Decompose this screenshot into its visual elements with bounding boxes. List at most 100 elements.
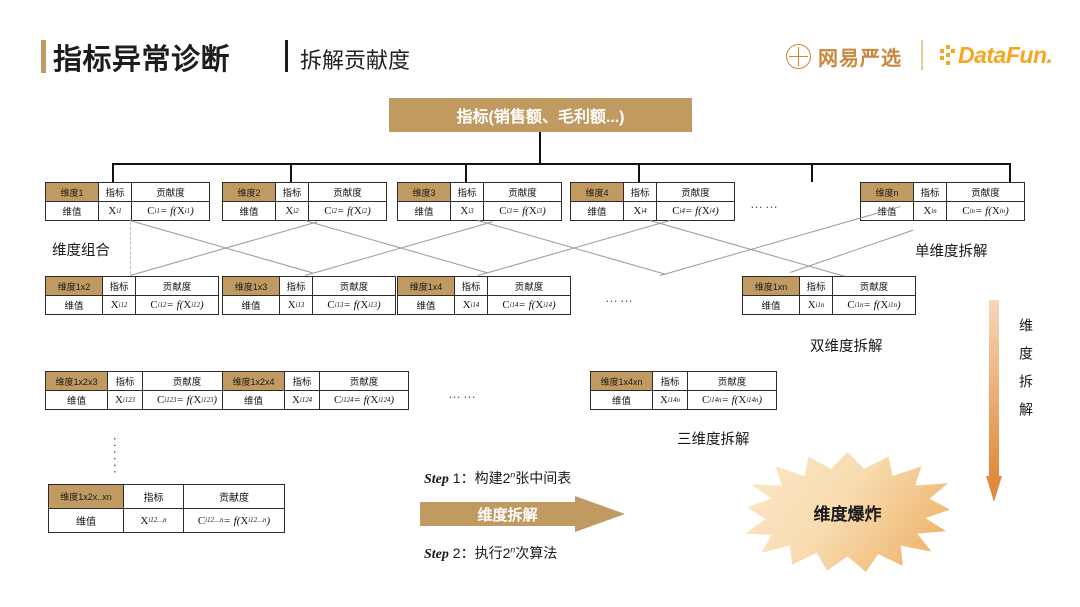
- step1-exponent: n: [510, 469, 516, 480]
- table-row: 维度1xn 指标 贡献度: [743, 277, 915, 296]
- tree-drop-2: [290, 163, 293, 182]
- vertical-arrow-label: 维度拆解: [1018, 318, 1034, 430]
- page-subtitle: 拆解贡献度: [300, 48, 411, 73]
- value-label-cell: 维值: [223, 202, 276, 220]
- level1-ellipsis: ……: [750, 196, 780, 211]
- table-row: 维度1 指标 贡献度: [46, 183, 209, 202]
- step1-line: Step 1：构建2n张中间表: [424, 468, 571, 488]
- contribution-header-cell: 贡献度: [349, 377, 379, 388]
- value-label-cell: 维值: [591, 391, 653, 409]
- metric-header-cell: 指标: [914, 183, 947, 201]
- step1-tail: 张中间表: [515, 470, 572, 486]
- contribution-header-cell: 贡献度: [508, 188, 537, 199]
- table-row: 维度1x3 指标 贡献度: [223, 277, 395, 296]
- divider-dashed: [130, 222, 131, 274]
- step2-tail: 次算法: [515, 545, 558, 561]
- contribution-header-cell: 贡献度: [971, 188, 1000, 199]
- table-row: 维度1x2x4 指标 贡献度: [223, 372, 408, 391]
- value-label-cell: 维值: [571, 202, 624, 220]
- dim-header-cell: 维度1x2x..xn: [49, 485, 124, 508]
- contribution-header-cell: 贡献度: [514, 282, 544, 293]
- value-label-cell: 维值: [49, 509, 124, 532]
- dim-header-cell: 维度1x4: [398, 277, 455, 295]
- metric-header-cell: 指标: [280, 277, 313, 295]
- arrow-tip: [575, 496, 625, 532]
- cross-line-n: [790, 229, 914, 273]
- value-label-cell: 维值: [223, 391, 285, 409]
- netease-yanxuan-logo: 网易严选: [786, 42, 902, 71]
- value-label-cell: 维值: [223, 296, 280, 314]
- dim-header-cell: 维度1xn: [743, 277, 800, 295]
- table-row: 维度1x2x..xn 指标 贡献度: [49, 485, 284, 509]
- metric-header-cell: 指标: [800, 277, 833, 295]
- contribution-header-cell: 贡献度: [859, 282, 889, 293]
- title-divider: [285, 40, 288, 72]
- table-row: 维度1x2x3 指标 贡献度: [46, 372, 231, 391]
- contribution-header-cell: 贡献度: [219, 493, 249, 504]
- metric-header-cell: 指标: [624, 183, 657, 201]
- tree-drop-1: [112, 163, 115, 182]
- contribution-header-cell: 贡献度: [156, 188, 185, 199]
- burst-label: 维度爆炸: [813, 504, 882, 524]
- label-triple-dim-split: 三维度拆解: [677, 432, 750, 448]
- vertical-arrow-shaft: [989, 300, 999, 478]
- metric-header-cell: 指标: [99, 183, 132, 201]
- step2-exponent: n: [510, 544, 516, 555]
- dim-header-cell: 维度n: [861, 183, 914, 201]
- table-row: 维度n 指标 贡献度: [861, 183, 1024, 202]
- value-label-cell: 维值: [743, 296, 800, 314]
- arrow-label: 维度拆解: [477, 506, 538, 524]
- table-row: 维度2 指标 贡献度: [223, 183, 386, 202]
- logo-divider: [921, 40, 923, 70]
- dim-header-cell: 维度1x4xn: [591, 372, 653, 390]
- label-single-dim-split: 单维度拆解: [915, 244, 988, 260]
- tree-drop-4: [638, 163, 641, 182]
- netease-circle-icon: [786, 44, 811, 69]
- dim-header-cell: 维度1x2x3: [46, 372, 108, 390]
- tree-drop-ellipsis: [811, 163, 814, 182]
- table-row: 维度3 指标 贡献度: [398, 183, 561, 202]
- step2-line: Step 2：执行2n次算法: [424, 543, 557, 563]
- level3-ellipsis: ……: [448, 386, 478, 401]
- value-label-cell: 维值: [46, 391, 108, 409]
- dim-header-cell: 维度3: [398, 183, 451, 201]
- step2-text: 执行2: [474, 545, 511, 561]
- metric-header-cell: 指标: [455, 277, 488, 295]
- metric-header-cell: 指标: [276, 183, 309, 201]
- metric-header-cell: 指标: [124, 485, 184, 508]
- value-label-cell: 维值: [861, 202, 914, 220]
- datafun-dots-icon: [940, 44, 956, 67]
